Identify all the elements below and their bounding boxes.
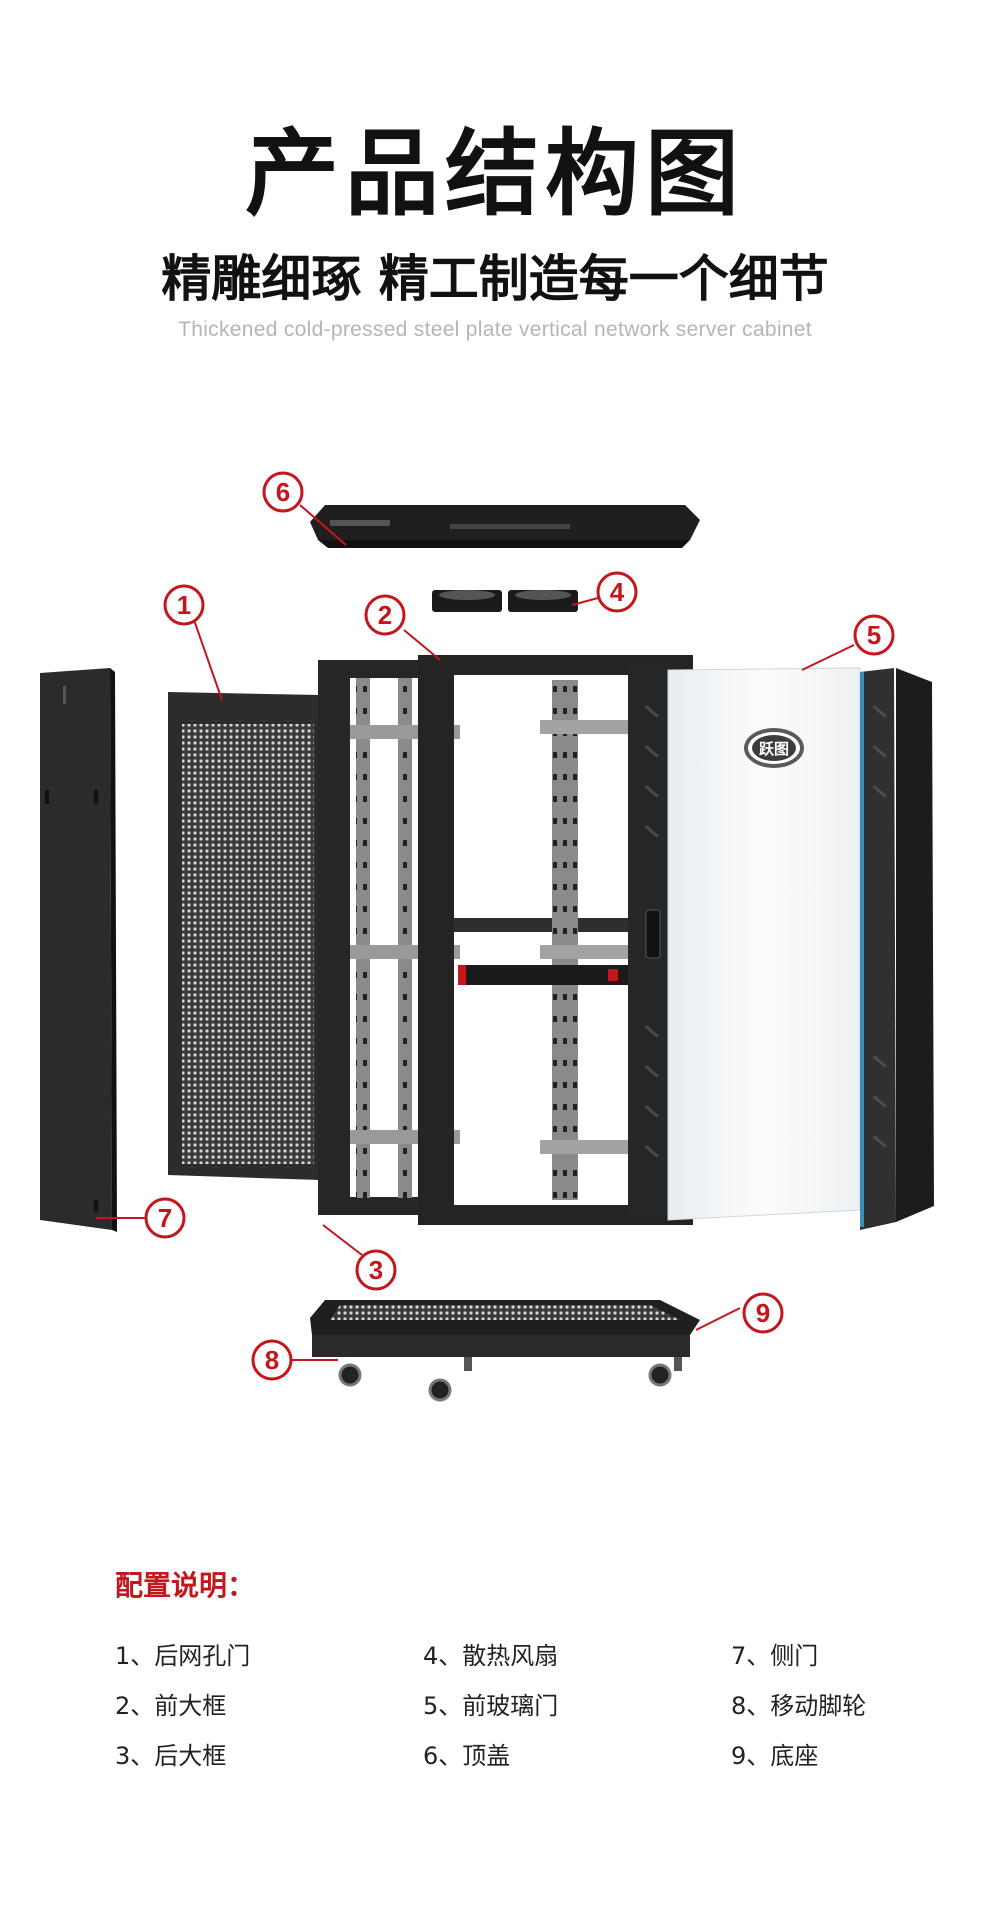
callout-1: 1	[163, 584, 205, 626]
config-item: 8、移动脚轮	[731, 1692, 867, 1720]
config-list: 1、后网孔门 4、散热风扇 7、侧门 2、前大框 5、前玻璃门 8、移动脚轮 3…	[115, 1640, 905, 1773]
side-door	[40, 668, 117, 1232]
config-item: 7、侧门	[731, 1642, 819, 1670]
svg-text:9: 9	[756, 1298, 770, 1328]
callout-7: 7	[144, 1197, 186, 1239]
config-item: 5、前玻璃门	[423, 1692, 559, 1720]
config-item: 9、底座	[731, 1742, 819, 1770]
english-subtitle: Thickened cold-pressed steel plate verti…	[178, 318, 812, 341]
front-glass-door: 跃图	[667, 667, 861, 1221]
callout-2: 2	[364, 594, 406, 636]
svg-text:8: 8	[265, 1345, 279, 1375]
callout-5: 5	[853, 614, 895, 656]
config-item: 3、后大框	[115, 1742, 227, 1770]
svg-text:1: 1	[177, 590, 191, 620]
rear-mesh-door	[168, 692, 320, 1180]
svg-text:7: 7	[158, 1203, 172, 1233]
svg-text:5: 5	[867, 620, 881, 650]
right-side-panel	[860, 668, 934, 1230]
top-cover	[310, 505, 700, 548]
config-heading: 配置说明：	[115, 1569, 256, 1602]
brand-logo-text: 跃图	[759, 740, 789, 758]
exploded-cabinet-diagram: 跃图	[40, 471, 934, 1402]
casters	[338, 1357, 682, 1402]
front-door-frame	[628, 662, 668, 1217]
svg-text:4: 4	[610, 577, 625, 607]
callout-6: 6	[262, 471, 304, 513]
callout-8: 8	[251, 1339, 293, 1381]
page-title: 产品结构图	[244, 120, 745, 229]
svg-text:6: 6	[276, 477, 290, 507]
callout-9: 9	[742, 1292, 784, 1334]
config-item: 6、顶盖	[423, 1742, 511, 1770]
config-item: 1、后网孔门	[115, 1642, 251, 1670]
config-item: 4、散热风扇	[423, 1642, 559, 1670]
callout-3: 3	[355, 1249, 397, 1291]
page-subtitle: 精雕细琢 精工制造每一个细节	[161, 250, 829, 308]
config-item: 2、前大框	[115, 1692, 227, 1720]
svg-text:2: 2	[378, 600, 392, 630]
callout-markers: 1 2 3 4 5 6 7 8 9	[144, 471, 895, 1381]
callout-leader-lines	[96, 504, 855, 1361]
cabinet-base	[310, 1300, 700, 1357]
callout-4: 4	[596, 571, 638, 613]
cooling-fans	[432, 590, 578, 612]
svg-text:3: 3	[369, 1255, 383, 1285]
